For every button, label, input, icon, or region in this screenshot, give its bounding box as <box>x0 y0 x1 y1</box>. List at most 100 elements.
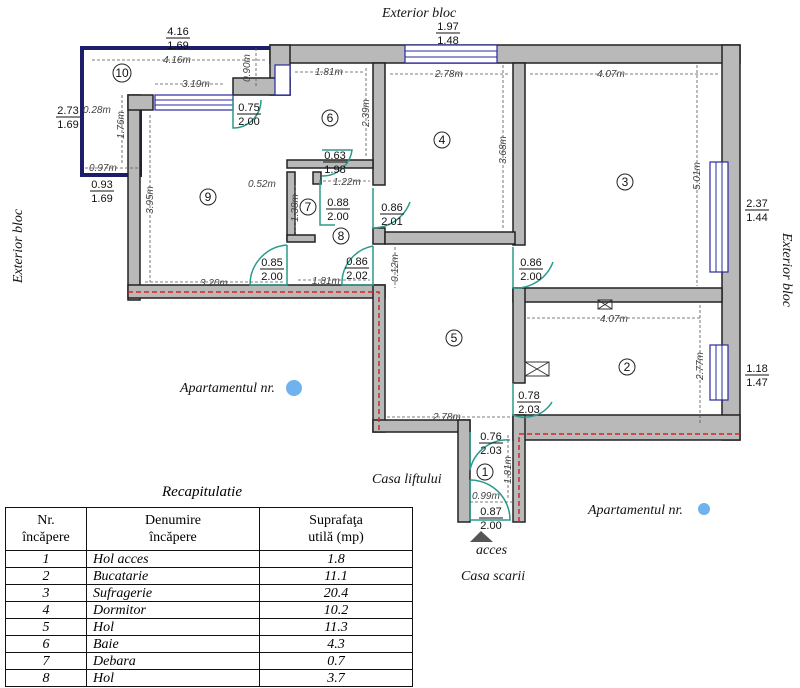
ventilation-icon <box>524 299 613 377</box>
cell-room-number: 3 <box>5 584 87 602</box>
svg-text:Exterior bloc: Exterior bloc <box>11 208 26 284</box>
svg-text:0.93: 0.93 <box>91 179 112 191</box>
cell-room-number: 5 <box>5 618 87 636</box>
svg-text:2.03: 2.03 <box>518 404 539 416</box>
cell-area: 11.1 <box>259 567 413 585</box>
svg-text:1.22m: 1.22m <box>333 177 361 188</box>
svg-text:1.97: 1.97 <box>437 21 458 33</box>
svg-text:4: 4 <box>439 133 446 147</box>
cell-room-number: 7 <box>5 652 87 670</box>
cell-room-name: Hol acces <box>86 550 260 568</box>
dimension-labels: 4.16m 3.19m 0.90m 0.28m 1.76m 0.97m 1.81… <box>83 54 706 502</box>
cell-room-name: Bucatarie <box>86 567 260 585</box>
svg-text:Apartamentul nr.: Apartamentul nr. <box>179 381 275 396</box>
svg-text:0.88: 0.88 <box>327 197 348 209</box>
shared-wall-line <box>518 433 740 522</box>
svg-text:2.00: 2.00 <box>480 520 501 532</box>
svg-text:3: 3 <box>622 175 629 189</box>
cell-room-name: Debara <box>86 652 260 670</box>
apartment-marker-icon <box>286 380 302 396</box>
svg-text:7: 7 <box>305 200 312 214</box>
cell-room-name: Baie <box>86 635 260 653</box>
svg-text:0.99m: 0.99m <box>472 491 500 502</box>
access-arrow-icon <box>470 531 493 542</box>
svg-text:1.47: 1.47 <box>746 377 767 389</box>
svg-text:3.95m: 3.95m <box>145 186 156 214</box>
svg-text:2.01: 2.01 <box>381 216 402 228</box>
svg-text:3.68m: 3.68m <box>498 136 509 164</box>
cell-area: 11.3 <box>259 618 413 636</box>
svg-text:1.18: 1.18 <box>746 363 767 375</box>
table-title: Recapitulatie <box>162 484 242 500</box>
svg-text:0.85: 0.85 <box>261 257 282 269</box>
svg-text:2.00: 2.00 <box>238 116 259 128</box>
svg-text:0.63: 0.63 <box>324 150 345 162</box>
area-labels: Exterior bloc Exterior bloc Exterior blo… <box>11 6 794 584</box>
svg-text:acces: acces <box>476 543 508 558</box>
svg-text:2.39m: 2.39m <box>361 99 372 128</box>
svg-text:5.01m: 5.01m <box>692 162 703 190</box>
svg-text:0.87: 0.87 <box>480 506 501 518</box>
svg-text:Casa liftului: Casa liftului <box>372 472 442 487</box>
svg-text:0.75: 0.75 <box>238 102 259 114</box>
svg-text:9: 9 <box>205 190 212 204</box>
svg-text:1.69: 1.69 <box>91 193 112 205</box>
cell-room-number: 6 <box>5 635 87 653</box>
svg-text:1.38m: 1.38m <box>290 194 301 222</box>
svg-text:3.19m: 3.19m <box>182 79 210 90</box>
svg-text:2.00: 2.00 <box>520 271 541 283</box>
svg-text:0.86: 0.86 <box>346 256 367 268</box>
svg-text:5: 5 <box>451 331 458 345</box>
svg-text:2.00: 2.00 <box>327 211 348 223</box>
cell-area: 4.3 <box>259 635 413 653</box>
svg-text:2.37: 2.37 <box>746 198 767 210</box>
svg-text:Casa scarii: Casa scarii <box>461 569 525 584</box>
svg-text:2.78m: 2.78m <box>432 412 461 423</box>
cell-room-name: Dormitor <box>86 601 260 619</box>
svg-text:4.16: 4.16 <box>167 26 188 38</box>
svg-text:6: 6 <box>327 111 334 125</box>
svg-text:0.86: 0.86 <box>381 202 402 214</box>
cell-area: 10.2 <box>259 601 413 619</box>
svg-text:0.97m: 0.97m <box>89 163 117 174</box>
svg-text:2.03: 2.03 <box>480 445 501 457</box>
cell-area: 0.7 <box>259 652 413 670</box>
svg-text:2: 2 <box>624 360 631 374</box>
cell-room-number: 4 <box>5 601 87 619</box>
cell-room-number: 8 <box>5 669 87 687</box>
svg-text:1.81m: 1.81m <box>315 67 343 78</box>
svg-text:3.20m: 3.20m <box>200 278 228 289</box>
svg-text:0.52m: 0.52m <box>248 179 276 190</box>
windows <box>154 44 729 401</box>
svg-text:1.98: 1.98 <box>324 164 345 176</box>
table-header: Nr. încăpere Denumire încăpere Suprafaţa… <box>5 507 413 551</box>
svg-text:4.16m: 4.16m <box>163 55 191 66</box>
cell-room-name: Hol <box>86 669 260 687</box>
svg-text:Exterior bloc: Exterior bloc <box>779 232 794 308</box>
svg-text:4.07m: 4.07m <box>597 69 625 80</box>
cell-area: 20.4 <box>259 584 413 602</box>
svg-text:2.00: 2.00 <box>261 271 282 283</box>
svg-text:Apartamentul nr.: Apartamentul nr. <box>587 503 683 518</box>
svg-text:10: 10 <box>115 66 129 80</box>
cell-room-name: Sufragerie <box>86 584 260 602</box>
shared-wall-line <box>128 291 380 432</box>
area-summary-table: Nr. încăpere Denumire încăpere Suprafaţa… <box>5 507 413 687</box>
svg-text:0.90m: 0.90m <box>242 54 253 82</box>
svg-text:2.73: 2.73 <box>57 105 78 117</box>
svg-text:1.76m: 1.76m <box>116 111 127 139</box>
svg-text:2.77m: 2.77m <box>695 352 706 381</box>
apartment-marker-icon <box>698 503 710 515</box>
svg-text:0.78: 0.78 <box>518 390 539 402</box>
walls <box>127 44 741 523</box>
svg-text:1.69: 1.69 <box>167 40 188 52</box>
dimension-lines <box>85 48 718 503</box>
